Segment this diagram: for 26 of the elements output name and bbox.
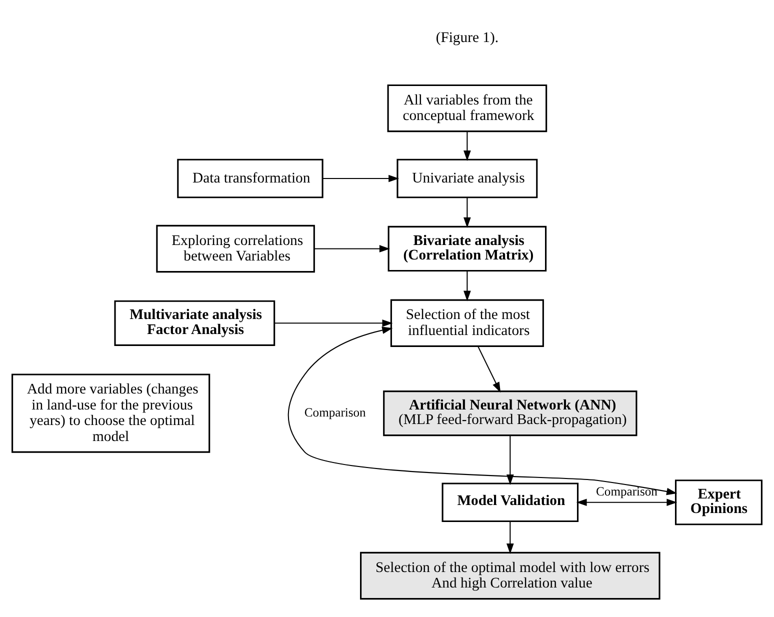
node-box: All variables from the conceptual framework [387, 84, 548, 132]
edge-label: Comparison [304, 405, 366, 420]
arrow [464, 131, 471, 160]
arrow [506, 434, 514, 484]
arrow [274, 318, 393, 326]
arrow [464, 270, 471, 301]
node-box: Model Validation [442, 482, 579, 522]
node-box: Expert Opinions [674, 479, 762, 525]
node-box: Multivariate analysis Factor Analysis [114, 300, 276, 346]
node-box: Add more variables (changes in land-use for the previous years) to choose the optimal model [12, 373, 210, 452]
arrow [576, 498, 678, 506]
node-box: Selection of the most influential indicators [390, 298, 544, 346]
arrow [314, 244, 390, 252]
label: (Figure 1). [436, 29, 499, 46]
arrow [322, 174, 400, 182]
node-box: Selection of the optimal model with low errors And high Correlation value [360, 551, 660, 600]
arrow [288, 326, 678, 495]
arrow [478, 346, 501, 392]
node-box: Univariate analysis [396, 158, 538, 198]
node-box: Artificial Neural Network (ANN) (MLP feed-forward Back-propagation) [383, 390, 638, 436]
node-box: Data transformation [177, 158, 324, 198]
arrow [506, 520, 514, 554]
node-box: Bivariate analysis (Correlation Matrix) [388, 225, 547, 272]
arrow [464, 196, 471, 228]
edge-label: Comparison [596, 484, 658, 498]
node-box: Exploring correlations between Variables [156, 224, 315, 272]
